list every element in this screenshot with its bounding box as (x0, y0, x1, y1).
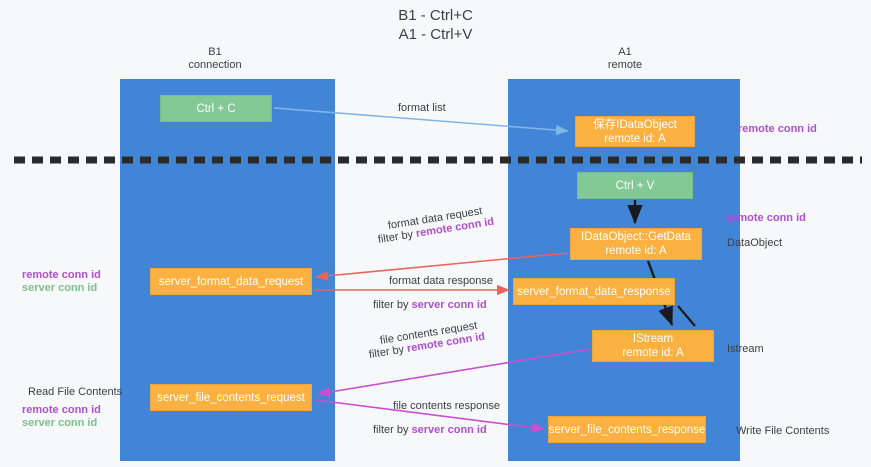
page-title: B1 - Ctrl+C A1 - Ctrl+V (398, 7, 473, 43)
box-istream-line1: IStream (632, 333, 674, 345)
arrow-file-contents-request (317, 348, 591, 398)
label-left-server-conn-id-2: server conn id (22, 416, 97, 430)
box-save-idataobject-line1: 保存IDataObject (593, 118, 677, 131)
column-header-b1: B1 connection (188, 46, 242, 71)
label-istream: Istream (727, 343, 764, 355)
arrow-response-to-istream (677, 305, 696, 327)
box-server-file-contents-response[interactable]: server_file_contents_response (548, 416, 706, 443)
server-conn-id-text-2: server conn id (411, 424, 487, 436)
box-getdata-line2: remote id: A (605, 245, 667, 257)
filter-by-text-2: filter by (373, 299, 412, 311)
arrow-file-contents-response (315, 399, 545, 433)
label-left-server-conn-id-1: server conn id (22, 281, 97, 295)
arrow-format-list (273, 107, 569, 136)
box-getdata-line1: IDataObject::GetData (581, 231, 691, 243)
label-format-data-response: format data response (389, 275, 493, 287)
label-left-remote-conn-id-1: remote conn id (22, 268, 101, 282)
arrow-format-data-request (315, 252, 569, 281)
box-idataobject-getdata[interactable]: IDataObject::GetData remote id: A (570, 228, 702, 260)
box-server-format-data-request-label: server_format_data_request (158, 275, 304, 288)
box-server-file-contents-request-label: server_file_contents_request (157, 391, 305, 404)
left-server-conn-id-1: server conn id (22, 282, 98, 294)
box-server-file-contents-response-label: server_file_contents_response (548, 423, 706, 436)
server-conn-id-text-1: server conn id (411, 299, 487, 311)
box-save-idataobject-line2: remote id: A (604, 132, 666, 145)
label-write-file-contents: Write File Contents (736, 425, 830, 437)
box-server-format-data-request[interactable]: server_format_data_request (150, 268, 312, 295)
label-remote-conn-id-mid: remote conn id (727, 212, 806, 224)
box-server-file-contents-request[interactable]: server_file_contents_request (150, 384, 312, 411)
box-ctrl-c[interactable]: Ctrl + C (160, 95, 272, 122)
box-ctrl-v-line1: Ctrl + V (615, 179, 655, 192)
column-header-a1: A1 remote (607, 46, 643, 71)
box-server-format-data-response[interactable]: server_format_data_response (513, 278, 675, 305)
label-read-file-contents: Read File Contents (28, 386, 123, 398)
box-save-idataobject[interactable]: 保存IDataObject remote id: A (575, 116, 695, 147)
label-format-list: format list (398, 102, 446, 114)
label-filter-by-server-conn-id-1: filter by server conn id (373, 298, 487, 312)
box-server-format-data-response-label: server_format_data_response (517, 285, 671, 298)
left-remote-conn-id-1: remote conn id (22, 269, 101, 281)
label-dataobject: DataObject (727, 237, 783, 249)
left-remote-conn-id-2: remote conn id (22, 404, 101, 416)
box-istream[interactable]: IStream remote id: A (592, 330, 714, 362)
box-ctrl-v[interactable]: Ctrl + V (577, 172, 693, 199)
box-ctrl-c-line1: Ctrl + C (196, 102, 236, 115)
label-left-remote-conn-id-2: remote conn id (22, 403, 101, 417)
label-file-contents-response: file contents response (393, 400, 501, 412)
box-istream-line2: remote id: A (622, 347, 684, 359)
left-server-conn-id-2: server conn id (22, 417, 98, 429)
label-remote-conn-id-top: remote conn id (738, 123, 817, 135)
label-filter-by-server-conn-id-2: filter by server conn id (373, 423, 487, 437)
filter-by-text-4: filter by (373, 424, 412, 436)
